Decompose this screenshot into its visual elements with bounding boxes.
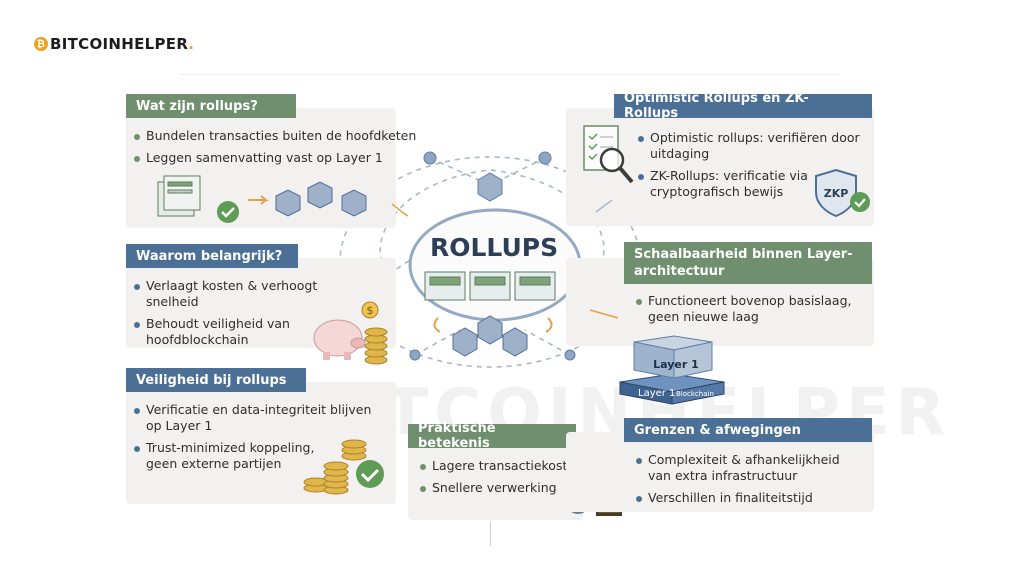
panel-limits-list: Complexiteit & afhankelijkheid van extra…	[634, 452, 864, 512]
coins-checkmark-icon	[303, 439, 384, 495]
panel-limits-title: Grenzen & afwegingen	[624, 418, 872, 442]
panel-what-are-rollups-title: Wat zijn rollups?	[126, 94, 296, 118]
center-title: ROLLUPS	[430, 233, 559, 262]
list-item: Trust-minimized koppeling, geen externe …	[132, 440, 321, 472]
dollar-sign: $	[367, 304, 374, 317]
zkp-label: ZKP	[824, 187, 849, 200]
blockchain-label: Blockchain	[676, 390, 714, 398]
list-item: Verschillen in finaliteitstijd	[634, 490, 864, 506]
panel-security-list: Verificatie en data-integriteit blijven …	[132, 402, 372, 478]
panel-security-title: Veiligheid bij rollups	[126, 368, 306, 392]
panel-practical-title: Praktische betekenis	[408, 421, 576, 451]
layer1-top-label: Layer 1	[653, 358, 699, 371]
panel-optimistic-zk-list: Optimistic rollups: verifiëren door uitd…	[636, 130, 866, 206]
list-item: Verificatie en data-integriteit blijven …	[132, 402, 372, 434]
bottom-divider	[490, 522, 491, 546]
rollups-network-diagram	[339, 151, 641, 368]
zkp-shield-icon: ZKP	[815, 168, 870, 218]
brand-logo: ₿ BITCOINHELPER.	[34, 35, 194, 53]
list-item: ZK-Rollups: verificatie via cryptografis…	[636, 168, 820, 200]
list-item: Complexiteit & afhankelijkheid van extra…	[634, 452, 864, 484]
piggy-bank-coins-icon: $	[313, 301, 388, 365]
brand-dot: .	[188, 35, 195, 53]
panel-what-are-rollups-list: Bundelen transacties buiten de hoofdkete…	[132, 128, 422, 172]
panel-scaling-list: Functioneert bovenop basislaag, geen nie…	[634, 293, 864, 331]
panel-optimistic-zk-title: Optimistic Rollups en ZK-Rollups	[614, 91, 872, 121]
list-item: Leggen samenvatting vast op Layer 1	[132, 150, 422, 166]
list-item: Verlaagt kosten & verhoogt snelheid	[132, 278, 372, 310]
layer1-side-label: Layer 1	[638, 388, 675, 399]
layer1-blockchain-stack-icon: Layer 1 Layer 1 Blockchain	[619, 335, 725, 405]
list-item: Behoudt veiligheid van hoofdblockchain	[132, 316, 311, 348]
panel-scaling-title: Schaalbaarheid binnen Layer-architectuur	[624, 242, 872, 284]
list-item: Bundelen transacties buiten de hoofdkete…	[132, 128, 422, 144]
panel-practical-list: Lagere transactiekosten Snellere verwerk…	[418, 458, 593, 502]
document-magnifier-icon	[583, 125, 634, 184]
list-item: Lagere transactiekosten	[418, 458, 593, 474]
list-item: Optimistic rollups: verifiëren door uitd…	[636, 130, 866, 162]
panel-why-important-title: Waarom belangrijk?	[126, 244, 298, 268]
panel-limits	[566, 432, 874, 512]
documents-to-blocks-icon	[157, 175, 367, 223]
brand-name: BITCOINHELPER	[50, 35, 189, 53]
list-item: Functioneert bovenop basislaag, geen nie…	[634, 293, 864, 325]
panel-practical	[408, 440, 583, 520]
list-item: Snellere verwerking	[418, 480, 593, 496]
bitcoin-coin-icon: ₿	[34, 37, 48, 51]
panel-why-important-list: Verlaagt kosten & verhoogt snelheid Beho…	[132, 278, 372, 354]
connector-arrows	[391, 200, 619, 319]
top-divider	[180, 74, 840, 75]
